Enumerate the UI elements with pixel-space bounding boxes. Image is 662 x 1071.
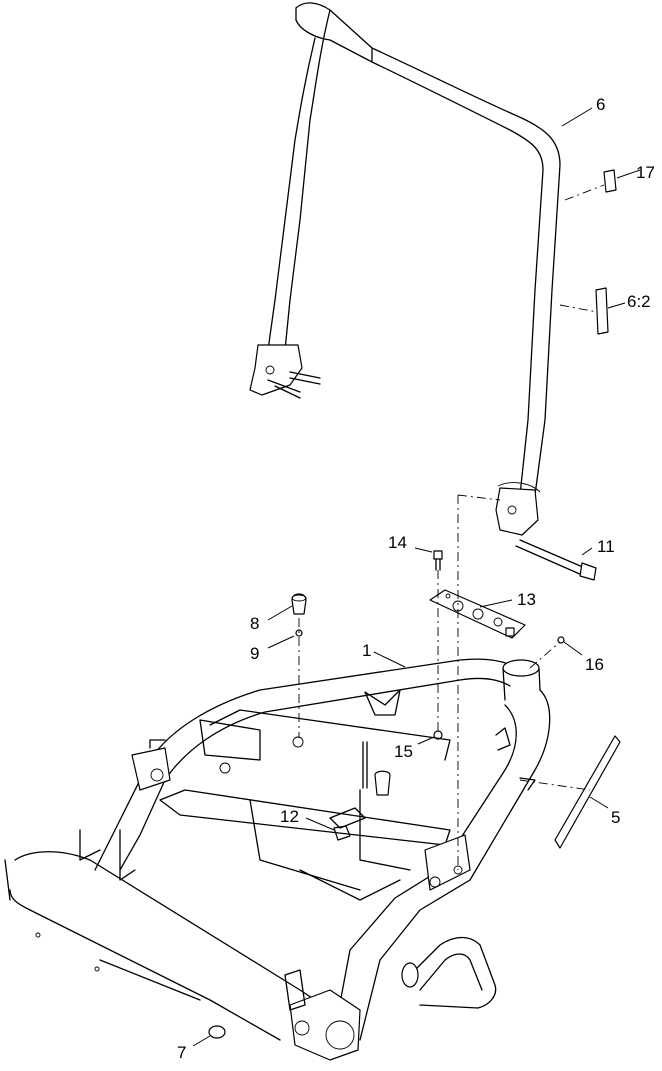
decal-17 — [603, 169, 617, 193]
callout-14: 14 — [388, 533, 407, 552]
callout-9: 9 — [250, 644, 259, 663]
callout-16: 16 — [585, 655, 604, 674]
callout-11: 11 — [597, 537, 615, 556]
callout-17: 17 — [636, 163, 655, 182]
decal-6-2 — [595, 287, 609, 335]
callout-13: 13 — [517, 590, 536, 609]
callout-labels: 6 17 6:2 11 14 13 8 9 1 16 15 12 5 7 — [177, 95, 655, 1062]
callout-12: 12 — [280, 807, 299, 826]
bolt-14 — [433, 550, 443, 571]
assembly-lines — [298, 184, 605, 870]
roll-bar — [249, 2, 561, 536]
main-frame — [4, 658, 551, 1061]
callout-15: 15 — [394, 742, 413, 761]
bolt-11 — [515, 539, 597, 581]
callout-6-2: 6:2 — [627, 292, 651, 311]
callout-7: 7 — [177, 1043, 186, 1062]
callout-5: 5 — [611, 808, 620, 827]
knob-8 — [291, 593, 307, 615]
washer-7 — [208, 1025, 226, 1039]
leader-lines — [192, 107, 641, 1047]
decal-5 — [554, 735, 621, 849]
screw-16 — [557, 636, 565, 644]
callout-8: 8 — [250, 614, 259, 633]
plate-13 — [429, 589, 526, 639]
callout-6: 6 — [596, 95, 605, 114]
callout-1: 1 — [362, 641, 371, 660]
